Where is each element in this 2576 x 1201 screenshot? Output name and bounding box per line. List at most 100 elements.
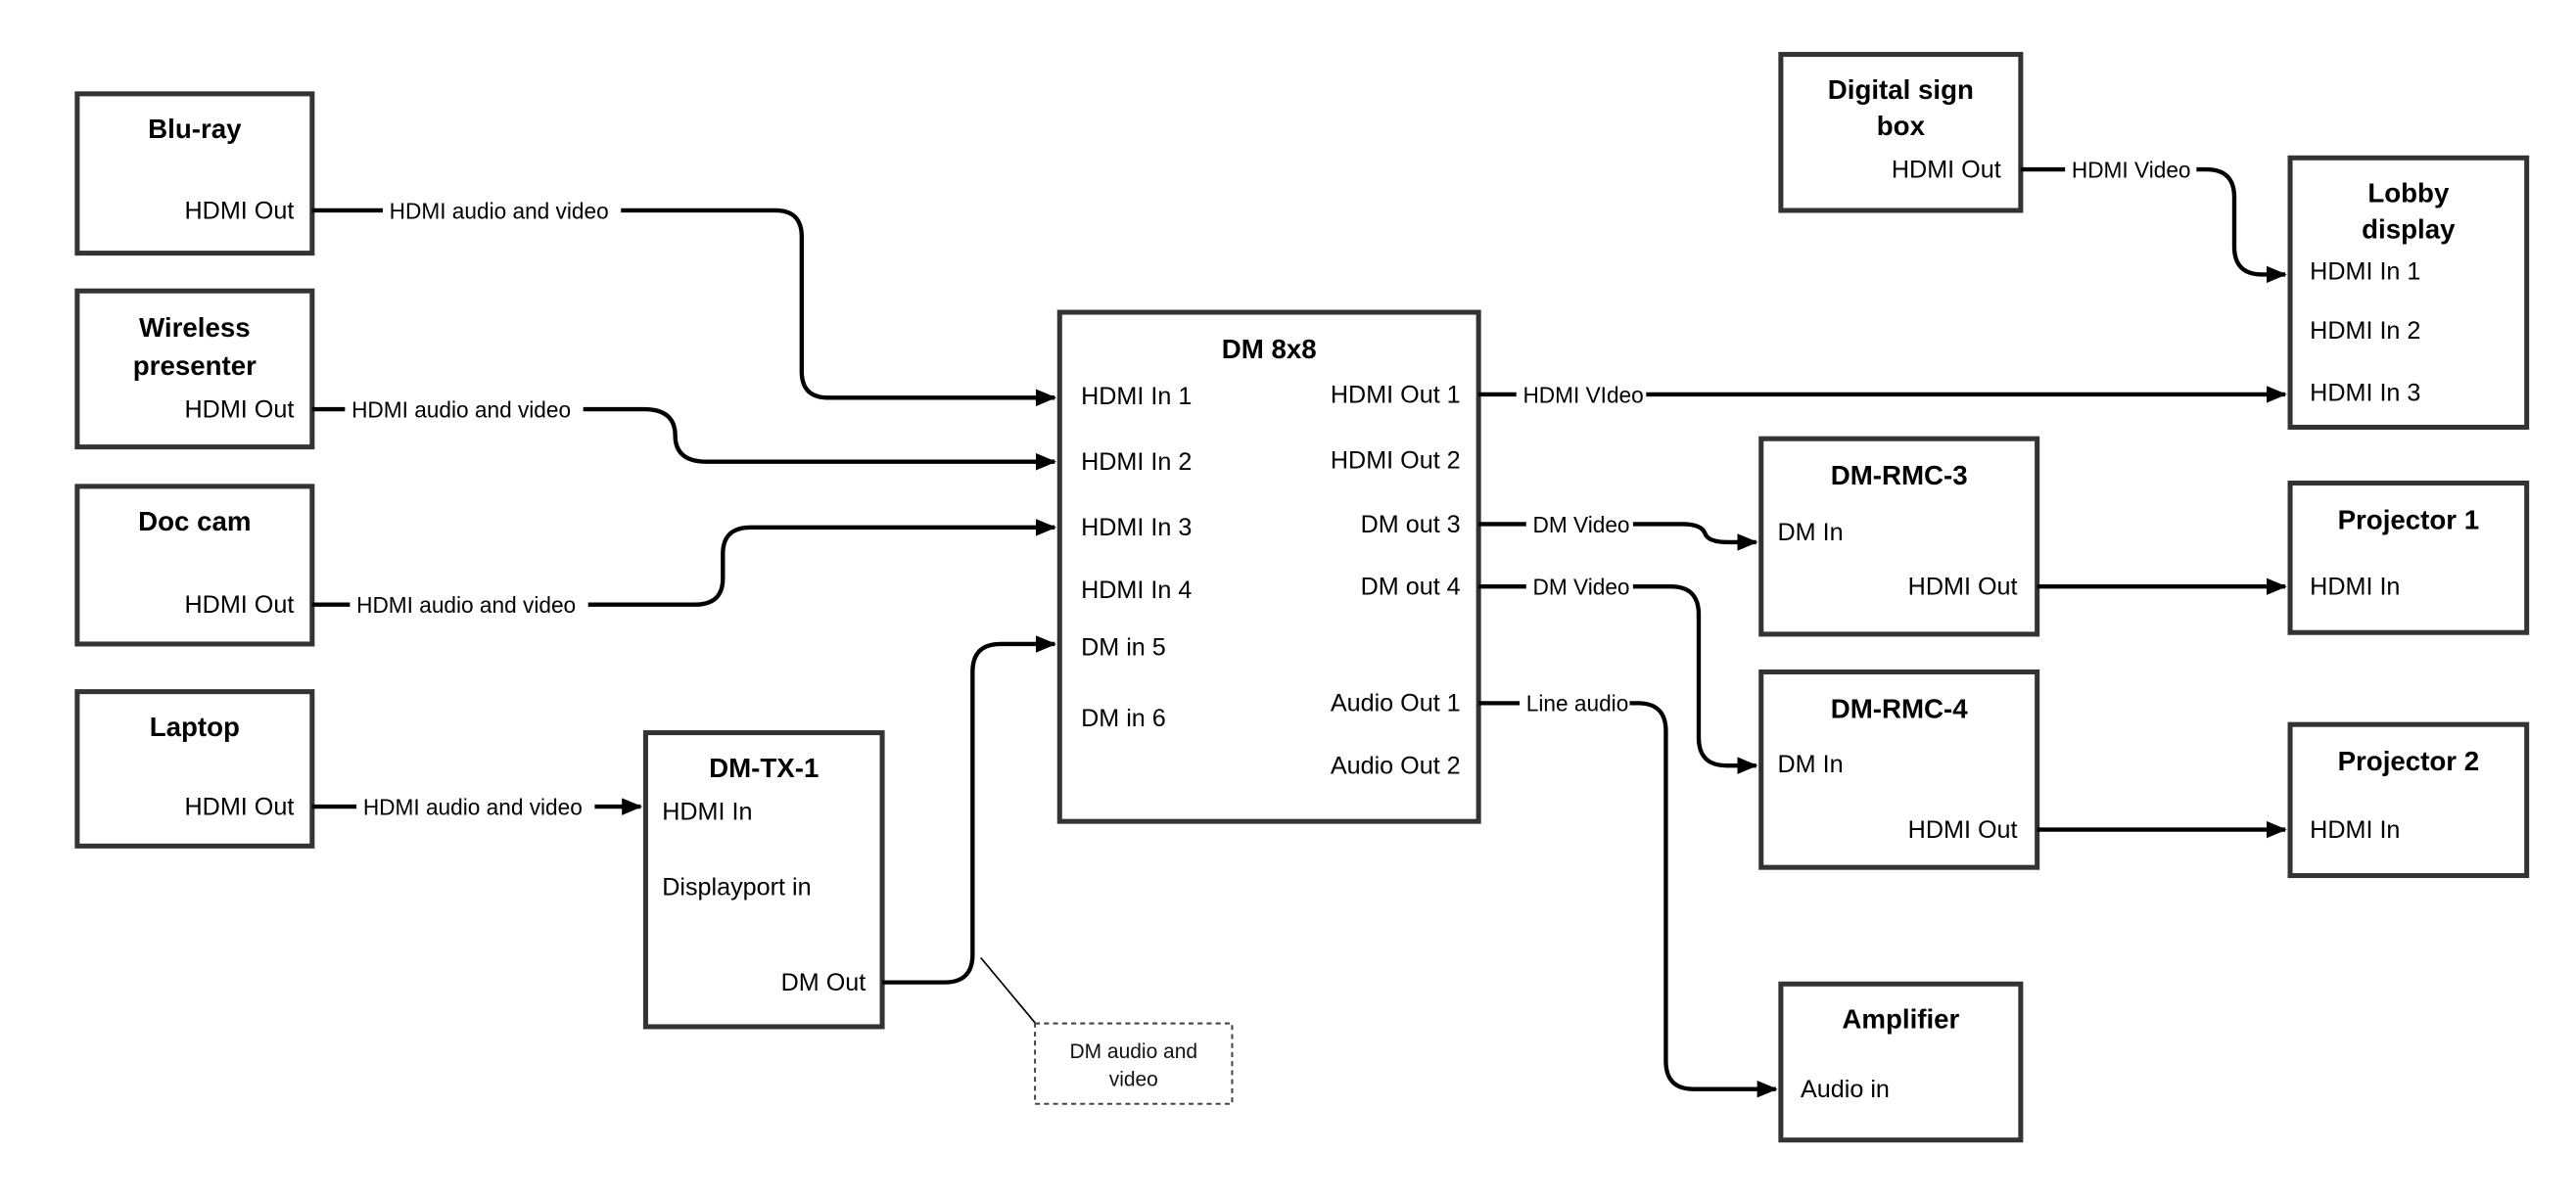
port-projector-1-hdmi-in: HDMI In (2310, 574, 2400, 601)
connector-doccam-line (587, 519, 1056, 607)
connector-wireless-to-dm8x8: HDMI audio and video (311, 396, 1056, 471)
port-dm-8x8-audio-out-1: Audio Out 1 (1331, 690, 1461, 717)
device-digital-sign-box-title-line2: box (1877, 111, 1926, 141)
port-doc-cam-hdmi-out: HDMI Out (185, 591, 295, 619)
port-digital-sign-hdmi-out: HDMI Out (1892, 156, 2001, 183)
port-dm-rmc-4-hdmi-out: HDMI Out (1908, 816, 2018, 844)
device-bluray-title: Blu-ray (148, 114, 242, 144)
device-dm-rmc-4: DM-RMC-4 DM In HDMI Out (1758, 669, 2040, 870)
port-dm-8x8-hdmi-out-2: HDMI Out 2 (1331, 446, 1461, 474)
device-dm-8x8-title: DM 8x8 (1222, 334, 1317, 364)
device-dm-rmc-3-title: DM-RMC-3 (1831, 460, 1968, 490)
connection-label-wireless: HDMI audio and video (351, 396, 571, 422)
port-lobby-hdmi-in-2: HDMI In 2 (2310, 317, 2420, 345)
device-projector-2-title: Projector 2 (2338, 746, 2480, 776)
device-amplifier: Amplifier Audio in (1778, 981, 2024, 1143)
connector-dm-out4-line (1632, 584, 1758, 774)
port-dm-tx-1-dm-out: DM Out (781, 969, 866, 996)
device-digital-sign-box-title-line1: Digital sign (1828, 74, 1974, 105)
port-dm-tx-1-hdmi-in: HDMI In (662, 799, 752, 826)
connection-label-bluray: HDMI audio and video (390, 198, 609, 223)
device-doc-cam-title: Doc cam (138, 506, 251, 536)
connector-digital-sign-to-lobby: HDMI Video (2020, 157, 2287, 284)
port-dm-8x8-dm-out-3: DM out 3 (1361, 511, 1461, 538)
note-box (1034, 1022, 1234, 1105)
device-projector-2-box (2287, 721, 2530, 879)
port-dm-8x8-audio-out-2: Audio Out 2 (1331, 753, 1461, 780)
port-lobby-hdmi-in-3: HDMI In 3 (2310, 380, 2420, 407)
connector-hdmi-out1-to-lobby: HDMI VIdeo (1478, 382, 2287, 407)
connector-bluray-line (621, 208, 1056, 407)
device-bluray-box (74, 91, 315, 256)
device-amplifier-title: Amplifier (1842, 1004, 1959, 1035)
device-wireless-presenter-title-line1: Wireless (139, 312, 251, 343)
device-dm-8x8-box (1056, 309, 1481, 824)
port-dm-rmc-3-hdmi-out: HDMI Out (1908, 574, 2018, 601)
connector-audio-out1-line (1629, 701, 1778, 1098)
device-laptop-title: Laptop (150, 712, 240, 742)
connector-wireless-line (583, 406, 1056, 471)
device-doc-cam: Doc cam HDMI Out (74, 484, 315, 647)
device-lobby-display: Lobby display HDMI In 1 HDMI In 2 HDMI I… (2287, 155, 2530, 430)
connector-dm-out3-to-rmc3: DM Video (1478, 512, 1758, 551)
device-laptop-box (74, 689, 315, 849)
device-amplifier-box (1778, 981, 2024, 1143)
device-laptop: Laptop HDMI Out (74, 689, 315, 849)
connection-label-dm-out3: DM Video (1533, 512, 1630, 537)
device-dm-tx-1-box (642, 730, 885, 1030)
device-bluray: Blu-ray HDMI Out (74, 91, 315, 256)
port-projector-2-hdmi-in: HDMI In (2310, 816, 2400, 844)
device-dm-rmc-3-box (1758, 436, 2040, 637)
port-dm-8x8-hdmi-in-2: HDMI In 2 (1081, 448, 1192, 476)
device-projector-2: Projector 2 HDMI In (2287, 721, 2530, 879)
device-wireless-presenter-box (74, 288, 315, 450)
device-projector-1-box (2287, 481, 2530, 635)
device-dm-rmc-3: DM-RMC-3 DM In HDMI Out (1758, 436, 2040, 637)
port-bluray-hdmi-out: HDMI Out (185, 197, 295, 224)
device-lobby-display-title-line2: display (2362, 214, 2456, 245)
connection-label-laptop: HDMI audio and video (363, 794, 583, 819)
note-dm-audio-and-video: DM audio and video (1034, 1022, 1234, 1105)
connector-audio-out1-to-amplifier: Line audio (1478, 691, 1778, 1098)
note-text-line1: DM audio and (1069, 1040, 1197, 1063)
device-wireless-presenter-title-line2: presenter (133, 350, 257, 381)
device-dm-rmc-4-title: DM-RMC-4 (1831, 693, 1968, 723)
note-text-line2: video (1109, 1068, 1158, 1090)
port-laptop-hdmi-out: HDMI Out (185, 793, 295, 820)
device-digital-sign-box-box (1778, 52, 2024, 213)
connector-laptop-to-dmtx1: HDMI audio and video (311, 794, 643, 819)
connector-digital-sign-line (2196, 166, 2287, 284)
port-dm-tx-1-displayport-in: Displayport in (662, 874, 811, 901)
device-lobby-display-title-line1: Lobby (2367, 178, 2450, 208)
connection-label-dm-out4: DM Video (1533, 575, 1630, 600)
port-lobby-hdmi-in-1: HDMI In 1 (2310, 257, 2420, 285)
connector-bluray-to-dm8x8: HDMI audio and video (311, 198, 1056, 407)
device-doc-cam-box (74, 484, 315, 647)
device-dm-8x8: DM 8x8 HDMI In 1 HDMI In 2 HDMI In 3 HDM… (1056, 309, 1481, 824)
device-dm-rmc-4-box (1758, 669, 2040, 870)
port-dm-8x8-dm-in-5: DM in 5 (1081, 634, 1166, 662)
connection-label-audio-out1: Line audio (1526, 691, 1629, 716)
port-dm-8x8-hdmi-in-1: HDMI In 1 (1081, 383, 1192, 410)
port-dm-8x8-hdmi-in-3: HDMI In 3 (1081, 514, 1192, 541)
device-lobby-display-box (2287, 155, 2530, 430)
device-dm-tx-1-title: DM-TX-1 (709, 753, 819, 783)
port-dm-rmc-3-dm-in: DM In (1778, 519, 1844, 546)
connector-doccam-to-dm8x8: HDMI audio and video (311, 519, 1056, 618)
device-digital-sign-box: Digital sign box HDMI Out (1778, 52, 2024, 213)
port-dm-rmc-4-dm-in: DM In (1778, 751, 1844, 778)
port-dm-8x8-hdmi-in-4: HDMI In 4 (1081, 577, 1192, 604)
port-dm-8x8-dm-in-6: DM in 6 (1081, 705, 1166, 732)
device-dm-tx-1: DM-TX-1 HDMI In Displayport in DM Out (642, 730, 885, 1030)
connector-dmtx1-to-dm8x8 (882, 635, 1056, 1028)
device-projector-1: Projector 1 HDMI In (2287, 481, 2530, 635)
note-callout-line (980, 956, 1040, 1028)
connector-dm-out3-line (1632, 522, 1758, 551)
port-amplifier-audio-in: Audio in (1801, 1076, 1890, 1103)
connection-label-hdmi-out1: HDMI VIdeo (1522, 382, 1643, 407)
connection-label-doccam: HDMI audio and video (356, 592, 576, 618)
connection-label-digital-sign: HDMI Video (2072, 157, 2191, 182)
connector-dm-out-line (882, 635, 1056, 985)
port-dm-8x8-dm-out-4: DM out 4 (1361, 574, 1461, 601)
